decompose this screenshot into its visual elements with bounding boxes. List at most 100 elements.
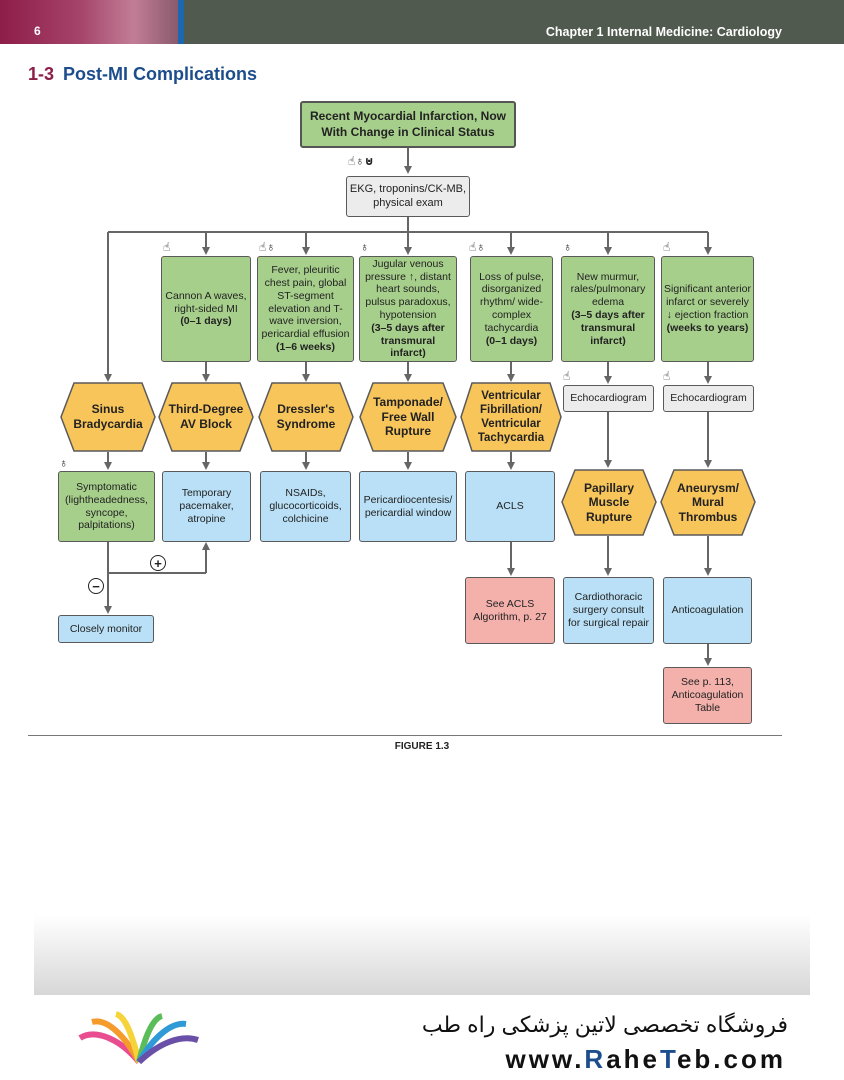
papillary-treatment: Cardiothoracic surgery consult for surgi… <box>563 577 654 644</box>
workup-text: EKG, troponins/CK-MB, physical exam <box>349 183 467 209</box>
url-prefix: www. <box>505 1044 585 1074</box>
hand-stethoscope-icon: ☝♁ <box>469 240 486 254</box>
stethoscope-icon: ♁ <box>563 240 572 254</box>
url-ahe: ahe <box>606 1044 661 1074</box>
dx-papillary: Papillary Muscle Rupture <box>561 469 657 536</box>
av-block-findings-text: Cannon A waves, right-sided MI <box>165 289 247 315</box>
hexagon-shape <box>258 382 354 452</box>
page-number: 6 <box>34 24 41 38</box>
aneurysm-findings-text: Significant anterior infarct or severely… <box>664 283 751 321</box>
plus-text: + <box>154 555 162 571</box>
see-p113-text: See p. 113, Anticoagulation Table <box>671 676 744 714</box>
stethoscope-icon: ♁ <box>360 240 369 254</box>
dx-papillary-label: Papillary Muscle Rupture <box>583 480 635 524</box>
vfib-treatment: ACLS <box>465 471 555 542</box>
book-logo-icon <box>78 1011 199 1065</box>
figure-divider <box>28 735 782 736</box>
hand-icon: ☝ <box>563 369 571 383</box>
hand-icon: ☝ <box>663 369 671 383</box>
recent-mi-text: Recent Myocardial Infarction, Now With C… <box>309 108 507 139</box>
recent-mi-box: Recent Myocardial Infarction, Now With C… <box>300 101 516 148</box>
dx-dressler: Dressler's Syndrome <box>258 382 354 452</box>
vfib-findings-time: (0–1 days) <box>485 334 538 347</box>
hand-icon: ☝ <box>663 240 671 254</box>
dressler-findings: Fever, pleuritic chest pain, global ST-s… <box>257 256 354 362</box>
hexagon-shape <box>359 382 457 452</box>
stethoscope-icon: ♁ <box>59 456 68 470</box>
plus-sign: + <box>150 555 166 571</box>
hand-stethoscope-testtube-icon: ☝♁⊍ <box>348 154 375 168</box>
closely-monitor-text: Closely monitor <box>69 622 143 635</box>
papillary-findings-time: (3–5 days after transmural infarct) <box>571 309 645 347</box>
hexagon-shape <box>660 469 756 536</box>
dressler-treatment-text: NSAIDs, glucocorticoids, colchicine <box>269 487 342 525</box>
dx-aneurysm: Aneurysm/ Mural Thrombus <box>660 469 756 536</box>
hexagon-shape <box>460 382 562 452</box>
tamponade-treatment-text: Pericardiocentesis/ pericardial window <box>363 493 453 519</box>
vfib-treatment-text: ACLS <box>496 500 524 513</box>
aneurysm-findings: Significant anterior infarct or severely… <box>661 256 754 362</box>
header-accent-stripe <box>178 0 184 44</box>
echo-text: Echocardiogram <box>570 392 647 405</box>
dx-vfib-label: Ventricular Fibrillation/ Ventricular Ta… <box>477 389 545 445</box>
vfib-findings-text: Loss of pulse, disorganized rhythm/ wide… <box>479 270 544 334</box>
minus-text: − <box>92 578 100 594</box>
section-title: 1-3 Post-MI Complications <box>28 64 257 85</box>
store-url: www.RaheTeb.com <box>505 1044 786 1075</box>
dressler-treatment: NSAIDs, glucocorticoids, colchicine <box>260 471 351 542</box>
hexagon-shape <box>561 469 657 536</box>
header-accent-left <box>0 0 178 44</box>
hand-stethoscope-icon: ☝♁ <box>259 240 276 254</box>
tamponade-findings-text: Jugular venous pressure ↑, distant heart… <box>365 257 451 321</box>
sinus-symptomatic-text: Symptomatic (lightheadedness, syncope, p… <box>65 480 148 532</box>
workup-box: EKG, troponins/CK-MB, physical exam <box>346 176 470 217</box>
dressler-findings-time: (1–6 weeks) <box>276 340 335 353</box>
dx-tamponade: Tamponade/ Free Wall Rupture <box>359 382 457 452</box>
tamponade-treatment: Pericardiocentesis/ pericardial window <box>359 471 457 542</box>
av-block-treatment-text: Temporary pacemaker, atropine <box>179 487 234 525</box>
hand-icon: ☝ <box>163 240 171 254</box>
papillary-findings: New murmur, rales/pulmonary edema (3–5 d… <box>561 256 655 362</box>
url-eb: eb.com <box>676 1044 786 1074</box>
section-name: Post-MI Complications <box>63 64 258 84</box>
tamponade-findings-time: (3–5 days after transmural infarct) <box>371 321 445 360</box>
closely-monitor-box: Closely monitor <box>58 615 154 643</box>
see-acls-text: See ACLS Algorithm, p. 27 <box>473 597 547 623</box>
aneurysm-treatment: Anticoagulation <box>663 577 752 644</box>
aneurysm-findings-time: (weeks to years) <box>666 321 749 334</box>
av-block-treatment: Temporary pacemaker, atropine <box>162 471 251 542</box>
see-acls-box: See ACLS Algorithm, p. 27 <box>465 577 555 644</box>
minus-sign: − <box>88 578 104 594</box>
dx-dressler-label: Dressler's Syndrome <box>276 402 336 431</box>
sinus-symptomatic-box: Symptomatic (lightheadedness, syncope, p… <box>58 471 155 542</box>
store-name-persian: فروشگاه تخصصی لاتین پزشکی راه طب <box>421 1012 788 1037</box>
papillary-treatment-text: Cardiothoracic surgery consult for surgi… <box>567 591 650 629</box>
aneurysm-treatment-text: Anticoagulation <box>671 604 744 617</box>
hexagon-shape <box>158 382 254 452</box>
vfib-findings: Loss of pulse, disorganized rhythm/ wide… <box>470 256 553 362</box>
footer-fade <box>34 915 810 995</box>
av-block-findings: Cannon A waves, right-sided MI (0–1 days… <box>161 256 251 362</box>
dressler-findings-text: Fever, pleuritic chest pain, global ST-s… <box>261 264 350 341</box>
section-number: 1-3 <box>28 64 55 84</box>
dx-sinus-bradycardia: Sinus Bradycardia <box>60 382 156 452</box>
url-t: T <box>660 1044 677 1074</box>
flowchart-connectors <box>104 148 712 666</box>
echo-box-papillary: Echocardiogram <box>563 385 654 412</box>
see-p113-box: See p. 113, Anticoagulation Table <box>663 667 752 724</box>
dx-sinus-label: Sinus Bradycardia <box>73 402 143 431</box>
figure-caption: FIGURE 1.3 <box>394 741 450 752</box>
tamponade-findings: Jugular venous pressure ↑, distant heart… <box>359 256 457 362</box>
hexagon-shape <box>60 382 156 452</box>
dx-tamponade-label: Tamponade/ Free Wall Rupture <box>373 395 443 439</box>
dx-vfib: Ventricular Fibrillation/ Ventricular Ta… <box>460 382 562 452</box>
echo-box-aneurysm: Echocardiogram <box>663 385 754 412</box>
dx-av-block-label: Third-Degree AV Block <box>168 402 244 431</box>
chapter-title: Chapter 1 Internal Medicine: Cardiology <box>545 25 782 39</box>
dx-aneurysm-label: Aneurysm/ Mural Thrombus <box>676 480 740 524</box>
av-block-findings-time: (0–1 days) <box>180 315 232 328</box>
dx-av-block: Third-Degree AV Block <box>158 382 254 452</box>
echo-text: Echocardiogram <box>670 392 747 405</box>
papillary-findings-text: New murmur, rales/pulmonary edema <box>570 270 646 309</box>
url-r: R <box>584 1044 607 1074</box>
